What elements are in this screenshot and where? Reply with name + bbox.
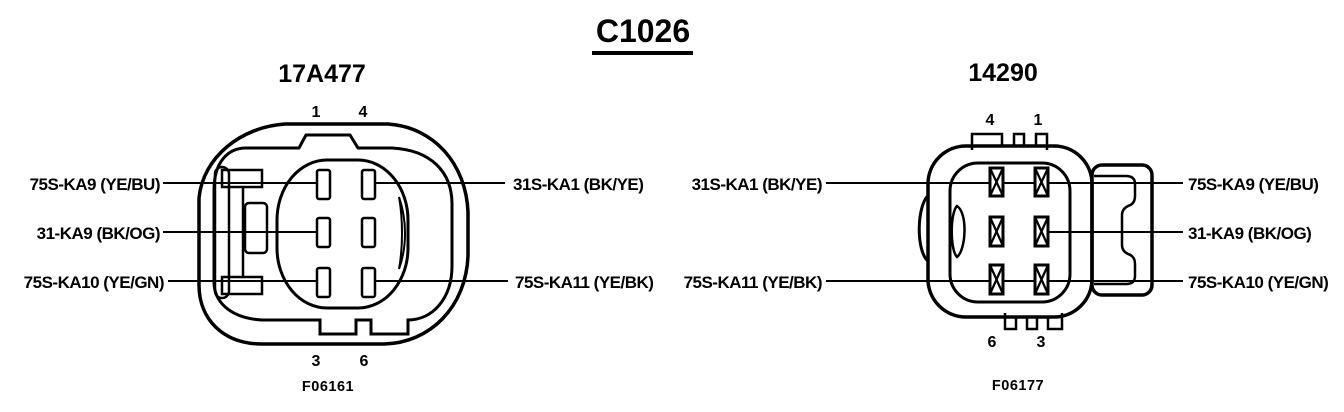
wire-label: 31S-KA1 (BK/YE) — [513, 175, 643, 194]
connector-17a477: 17A477 1 4 3 6 75S-KA9 (YE/BU) — [24, 60, 654, 395]
connector-outer-shell — [197, 122, 470, 346]
wire-label: 31-KA9 (BK/OG) — [1188, 224, 1311, 243]
connector-body-outline — [212, 133, 454, 336]
pin-cavity-outline — [948, 161, 1072, 304]
pin-contact-6 — [988, 263, 1005, 296]
pin-cavity-oval — [275, 158, 410, 310]
pin-contact-3 — [1033, 263, 1050, 296]
pin-contact-4 — [988, 166, 1005, 198]
figure-number: F06177 — [992, 378, 1044, 394]
page-title: C1026 — [596, 13, 690, 49]
bottom-key-castellation — [1003, 313, 1064, 331]
pin-number-bottom-right: 3 — [1037, 334, 1046, 351]
keyway-crescent — [398, 196, 406, 270]
pin-slot-2 — [315, 216, 332, 249]
part-number-label: 17A477 — [278, 60, 366, 88]
wire-label: 75S-KA9 (YE/BU) — [30, 175, 160, 194]
connector-14290: 14290 — [684, 59, 1329, 394]
pin-slot-1 — [315, 168, 332, 201]
pin-number-top-left: 4 — [986, 112, 995, 129]
top-key-castellation — [970, 132, 1049, 150]
wire-label: 31S-KA1 (BK/YE) — [692, 175, 822, 194]
wire-label: 75S-KA10 (YE/GN) — [1188, 273, 1328, 292]
pin-number-bottom-left: 3 — [312, 353, 321, 370]
pin-number-bottom-left: 6 — [988, 334, 997, 351]
pin-slot-3 — [315, 266, 332, 299]
wire-label: 75S-KA10 (YE/GN) — [24, 273, 164, 292]
pin-number-top-right: 4 — [359, 104, 368, 121]
pin-contact-2 — [1033, 215, 1050, 248]
pin-contact-5 — [988, 215, 1005, 248]
latch-center-block — [243, 201, 269, 255]
pin-number-bottom-right: 6 — [360, 353, 369, 370]
part-number-label: 14290 — [968, 59, 1038, 87]
pin-number-top-right: 1 — [1034, 112, 1043, 129]
mount-bracket-channel — [1094, 174, 1137, 286]
wire-label: 75S-KA11 (YE/BK) — [515, 273, 653, 292]
pin-number-top-left: 1 — [312, 104, 321, 121]
keyway-crescent — [950, 204, 966, 259]
pin-contact-1 — [1033, 166, 1050, 198]
side-bump — [917, 193, 931, 264]
wire-label: 75S-KA11 (YE/BK) — [684, 273, 822, 292]
pin-slot-6 — [360, 266, 377, 299]
wire-label: 31-KA9 (BK/OG) — [37, 224, 160, 243]
pin-slot-4 — [360, 168, 377, 201]
wire-label: 75S-KA9 (YE/BU) — [1188, 175, 1318, 194]
pin-slot-5 — [360, 216, 377, 249]
figure-number: F06161 — [302, 379, 354, 395]
